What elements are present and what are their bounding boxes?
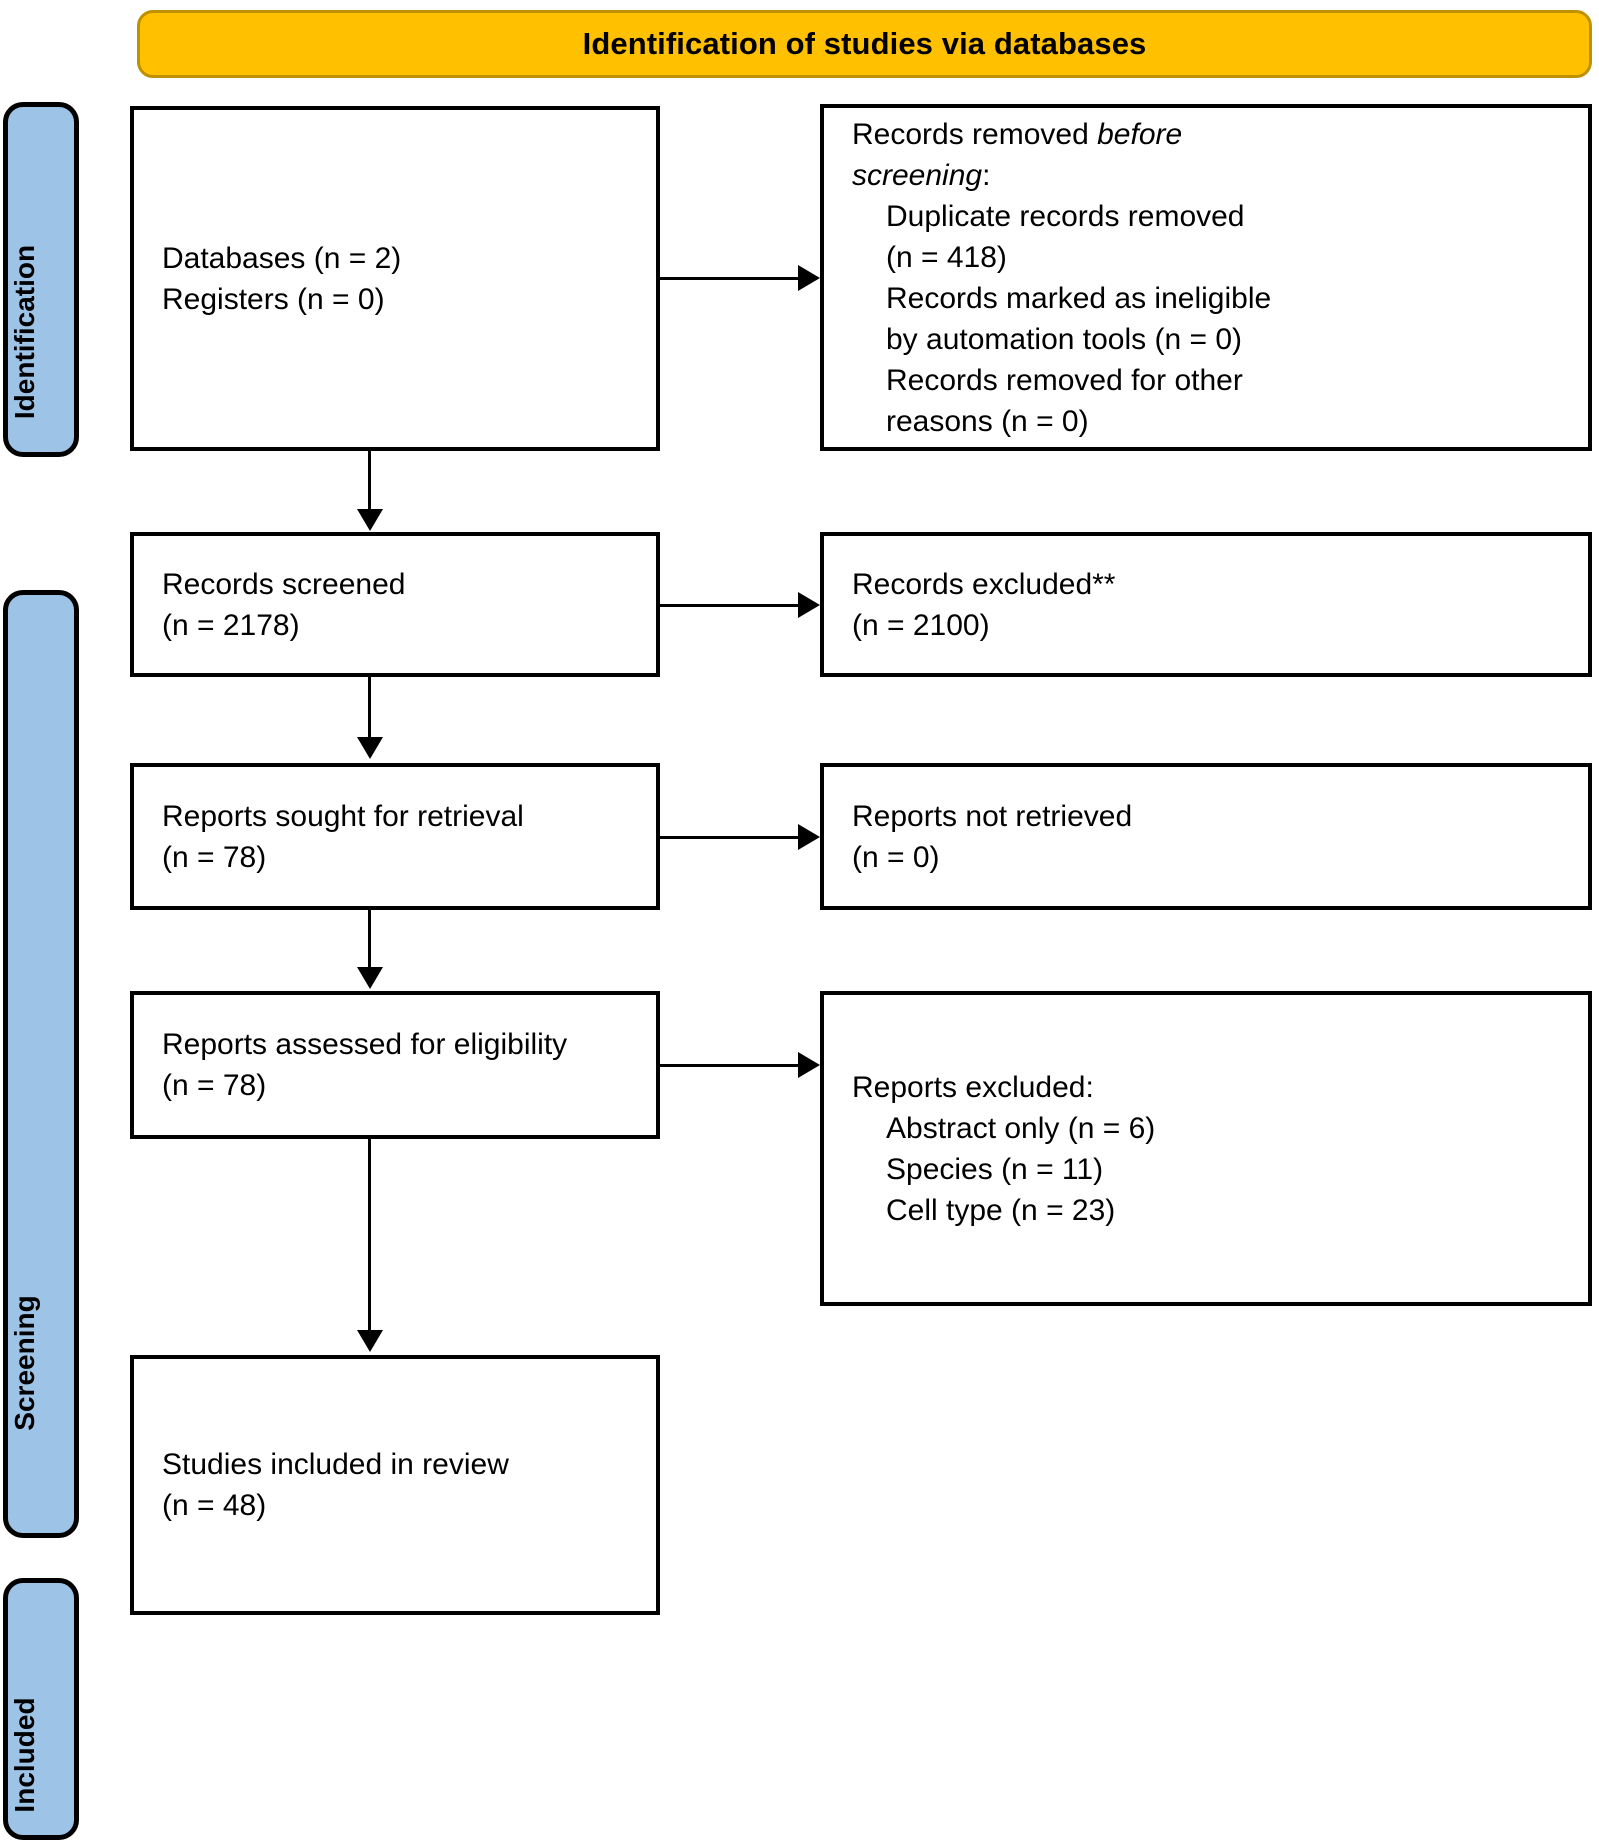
removed-other-label: Records removed for other — [886, 363, 1243, 397]
box-reports-sought-text: Reports sought for retrieval (n = 78) — [134, 796, 656, 878]
removed-duplicate-label: Duplicate records removed — [886, 199, 1245, 233]
connector-assessed-to-reports-excluded — [660, 1064, 798, 1067]
reports-excluded-cell-type: Cell type (n = 23) — [886, 1193, 1116, 1227]
box-reports-excluded: Reports excluded: Abstract only (n = 6) … — [820, 991, 1592, 1306]
connector-screened-to-excluded — [660, 604, 798, 607]
sources-databases-line: Databases (n = 2) — [162, 241, 402, 275]
box-records-removed-before-screening: Records removed before screening: Duplic… — [820, 104, 1592, 451]
stage-label-screening: Screening — [9, 1295, 40, 1431]
connector-sources-to-screened — [368, 451, 371, 511]
connector-screened-to-sought — [368, 677, 371, 739]
stage-label-identification: Identification — [9, 244, 40, 420]
box-records-screened: Records screened (n = 2178) — [130, 532, 660, 677]
removed-heading-italic-2: screening — [852, 158, 983, 192]
stage-label-included: Included — [9, 1697, 40, 1813]
sought-count: (n = 78) — [162, 840, 267, 874]
included-label: Studies included in review — [162, 1448, 509, 1481]
removed-heading-line1: Records removed before — [852, 114, 1574, 155]
removed-automation-label: Records marked as ineligible — [886, 281, 1272, 315]
removed-heading-plain: Records removed — [852, 117, 1098, 151]
connector-sought-to-not-retrieved — [660, 836, 798, 839]
removed-other-count: reasons (n = 0) — [886, 404, 1089, 438]
connector-sources-to-removed — [660, 277, 798, 280]
box-records-excluded-text: Records excluded** (n = 2100) — [824, 564, 1588, 646]
reports-excluded-abstract-only: Abstract only (n = 6) — [886, 1111, 1156, 1145]
arrowhead-assessed-to-reports-excluded — [798, 1052, 820, 1078]
removed-automation-count: by automation tools (n = 0) — [886, 322, 1243, 356]
arrowhead-sources-to-screened — [357, 509, 383, 531]
assessed-label: Reports assessed for eligibility — [162, 1028, 568, 1061]
removed-heading-colon: : — [982, 158, 991, 192]
header-title: Identification of studies via databases — [582, 26, 1147, 61]
assessed-count: (n = 78) — [162, 1069, 267, 1102]
arrowhead-assessed-to-included — [357, 1330, 383, 1352]
removed-heading-line2: screening: — [852, 155, 1574, 196]
stage-band-included: Included — [3, 1578, 79, 1840]
screened-count: (n = 2178) — [162, 608, 300, 642]
box-reports-not-retrieved: Reports not retrieved (n = 0) — [820, 763, 1592, 910]
stage-band-screening: Screening — [3, 590, 79, 1538]
connector-assessed-to-included — [368, 1139, 371, 1331]
header-banner: Identification of studies via databases — [137, 10, 1592, 78]
stage-band-identification: Identification — [3, 102, 79, 457]
box-records-removed-text: Records removed before screening: Duplic… — [824, 114, 1588, 442]
reports-excluded-heading: Reports excluded: — [852, 1070, 1094, 1104]
box-identification-sources: Databases (n = 2) Registers (n = 0) — [130, 106, 660, 451]
removed-duplicate-count: (n = 418) — [886, 240, 1007, 274]
arrowhead-sought-to-assessed — [357, 967, 383, 989]
box-reports-sought: Reports sought for retrieval (n = 78) — [130, 763, 660, 910]
box-records-excluded: Records excluded** (n = 2100) — [820, 532, 1592, 677]
not-retrieved-count: (n = 0) — [852, 840, 940, 874]
excluded-label: Records excluded** — [852, 567, 1116, 601]
arrowhead-screened-to-excluded — [798, 592, 820, 618]
screened-label: Records screened — [162, 567, 406, 601]
included-count: (n = 48) — [162, 1489, 267, 1522]
box-reports-assessed: Reports assessed for eligibility (n = 78… — [130, 991, 660, 1139]
excluded-count: (n = 2100) — [852, 608, 990, 642]
box-records-screened-text: Records screened (n = 2178) — [134, 564, 656, 646]
box-reports-excluded-text: Reports excluded: Abstract only (n = 6) … — [824, 1067, 1588, 1231]
arrowhead-screened-to-sought — [357, 737, 383, 759]
removed-heading-italic: before — [1097, 117, 1183, 151]
box-studies-included: Studies included in review (n = 48) — [130, 1355, 660, 1615]
sought-label: Reports sought for retrieval — [162, 799, 524, 833]
box-studies-included-text: Studies included in review (n = 48) — [134, 1444, 656, 1526]
box-reports-assessed-text: Reports assessed for eligibility (n = 78… — [134, 1024, 656, 1106]
box-reports-not-retrieved-text: Reports not retrieved (n = 0) — [824, 796, 1588, 878]
arrowhead-sought-to-not-retrieved — [798, 824, 820, 850]
not-retrieved-label: Reports not retrieved — [852, 799, 1133, 833]
reports-excluded-species: Species (n = 11) — [886, 1152, 1104, 1186]
box-identification-sources-text: Databases (n = 2) Registers (n = 0) — [134, 238, 656, 320]
arrowhead-sources-to-removed — [798, 265, 820, 291]
connector-sought-to-assessed — [368, 910, 371, 969]
sources-registers-line: Registers (n = 0) — [162, 282, 385, 316]
